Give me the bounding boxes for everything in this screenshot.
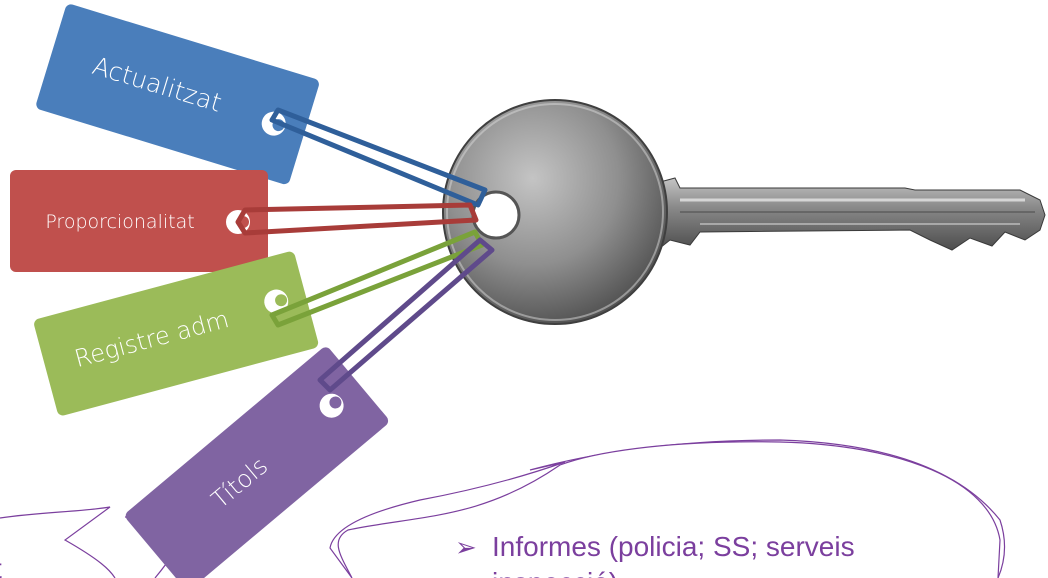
key-blade <box>639 169 1046 253</box>
bubble-line-1: Informes (policia; SS; serveis <box>492 531 855 562</box>
ring-proporcionalitat <box>235 202 479 236</box>
tag-titols: Títols <box>125 347 389 578</box>
tag-proporcionalitat: Proporcionalitat <box>10 170 268 272</box>
key-head <box>442 99 668 325</box>
bubble-left-outline <box>0 506 116 578</box>
bullet-arrow-icon: ➢ <box>455 532 477 562</box>
speech-bubble-right <box>329 439 1006 578</box>
tag-registre: Registre adm <box>34 251 319 416</box>
tag-actualitzat: Actualitzat <box>36 4 319 185</box>
bubble-content: ➢ Informes (policia; SS; serveis inspecc… <box>0 531 855 578</box>
bubble-left-partial: t <box>0 553 2 578</box>
tag-label-proporcionalitat: Proporcionalitat <box>45 211 194 233</box>
ring-actualitzat <box>269 107 488 208</box>
bubble-right-body <box>337 441 1001 578</box>
ring-titols <box>317 237 495 393</box>
key-rings <box>235 107 495 393</box>
bubble-line-2: inspecció) <box>492 567 618 578</box>
ring-registre <box>269 229 485 328</box>
